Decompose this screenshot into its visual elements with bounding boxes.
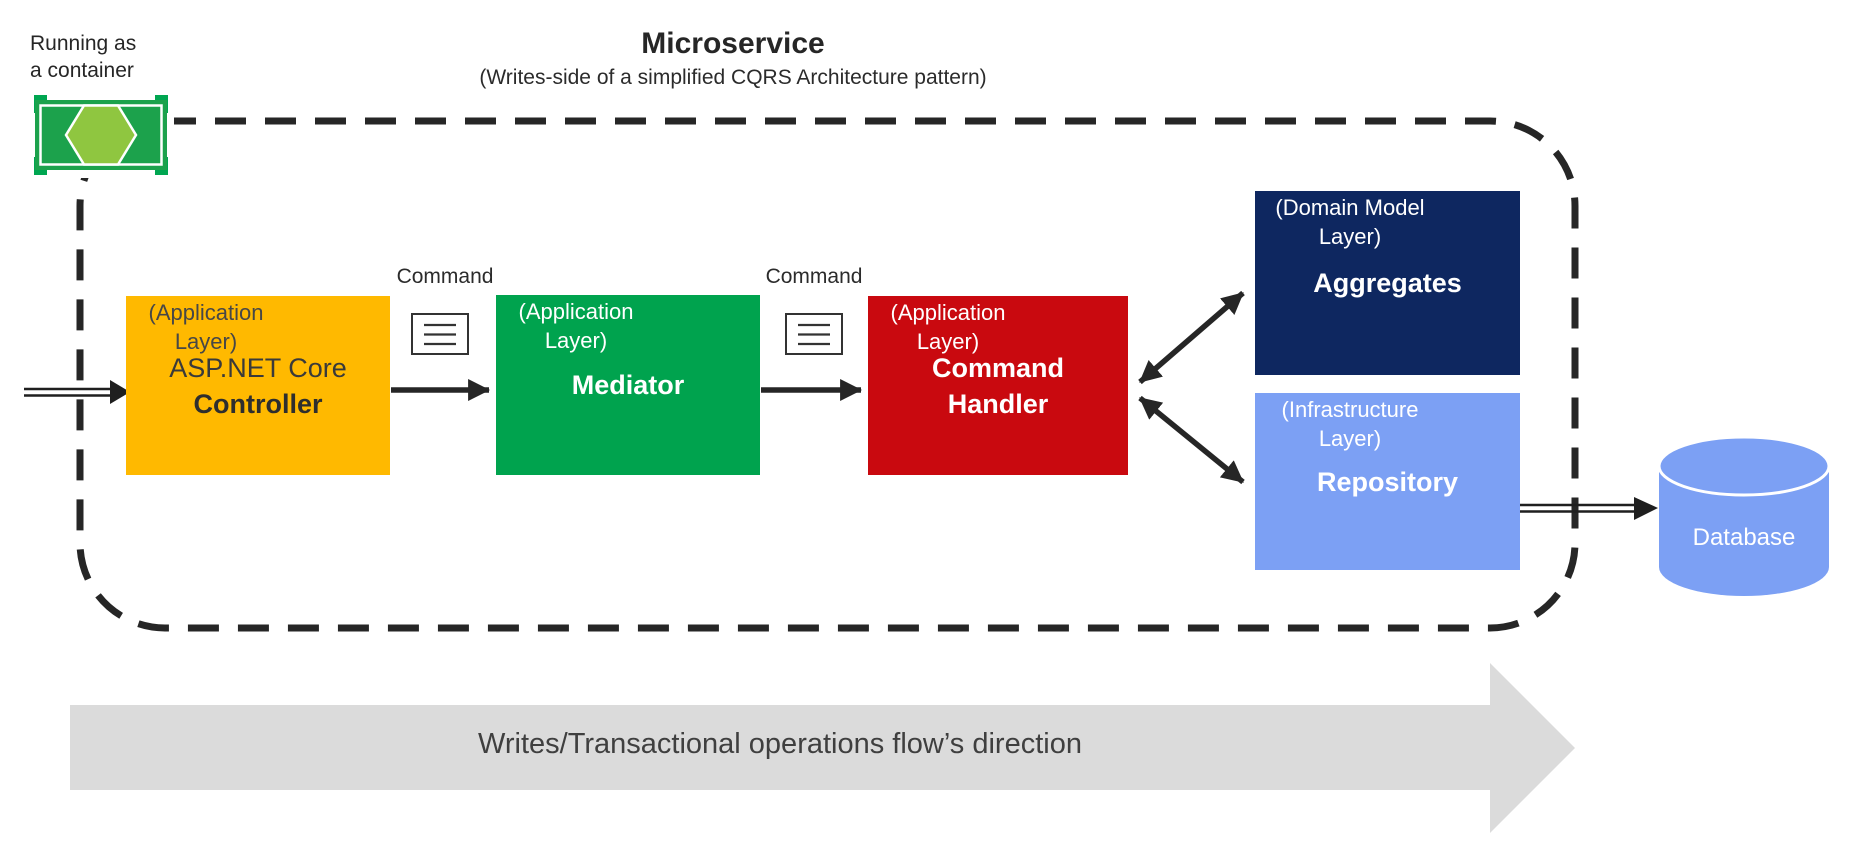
flow-direction-arrow	[70, 663, 1575, 833]
handler-aggregates-arrow	[1138, 290, 1245, 385]
command-label-1: Command	[396, 265, 494, 288]
aggregates-name: Aggregates	[1313, 268, 1462, 298]
repository-to-database-arrow	[1520, 497, 1658, 520]
command-message-icon	[411, 313, 469, 355]
aggregates-layer-label: (Domain Model Layer)	[1275, 195, 1425, 249]
mediator-name: Mediator	[571, 370, 685, 400]
mediator-layer-label: (Application Layer)	[518, 299, 634, 353]
node-aspnet-core-controller: ASP.NET Core Controller (Application Lay…	[126, 296, 390, 475]
diagram-subtitle: (Writes-side of a simplified CQRS Archit…	[479, 66, 987, 89]
microservice-boundary-dashed-border	[76, 117, 1579, 632]
node-mediator: Mediator (Application Layer)	[496, 295, 760, 475]
controller-name: Controller	[193, 388, 323, 419]
diagram-title-block: Microservice (Writes-side of a simplifie…	[133, 26, 1333, 91]
command-handler-name: Command Handler	[931, 352, 1064, 419]
node-repository: Repository (Infrastructure Layer)	[1255, 393, 1520, 570]
node-command-handler: Command Handler (Application Layer)	[868, 296, 1128, 475]
flow-direction-label: Writes/Transactional operations flow’s d…	[478, 728, 1082, 760]
database-cylinder-icon	[1657, 435, 1831, 596]
container-hexagon-icon	[64, 104, 138, 166]
command-label-2: Command	[765, 265, 863, 288]
running-as-container-label: Running as a container	[30, 30, 250, 84]
repository-layer-label: (Infrastructure Layer)	[1281, 397, 1419, 451]
running-as-container-line1: Running as	[30, 32, 137, 55]
command-message-icon	[785, 313, 843, 355]
container-icon	[28, 92, 174, 178]
database-label: Database	[1692, 524, 1796, 551]
repository-name: Repository	[1316, 466, 1459, 497]
incoming-request-arrow	[24, 380, 130, 404]
controller-layer-label: (Application Layer)	[148, 300, 264, 354]
node-aggregates: Aggregates (Domain Model Layer)	[1255, 191, 1520, 375]
command-handler-layer-label: (Application Layer)	[890, 300, 1006, 354]
diagram-title: Microservice	[641, 27, 825, 60]
handler-repository-arrow	[1138, 395, 1245, 485]
running-as-container-line2: a container	[30, 59, 134, 82]
controller-name-prefix: ASP.NET Core	[169, 352, 347, 383]
